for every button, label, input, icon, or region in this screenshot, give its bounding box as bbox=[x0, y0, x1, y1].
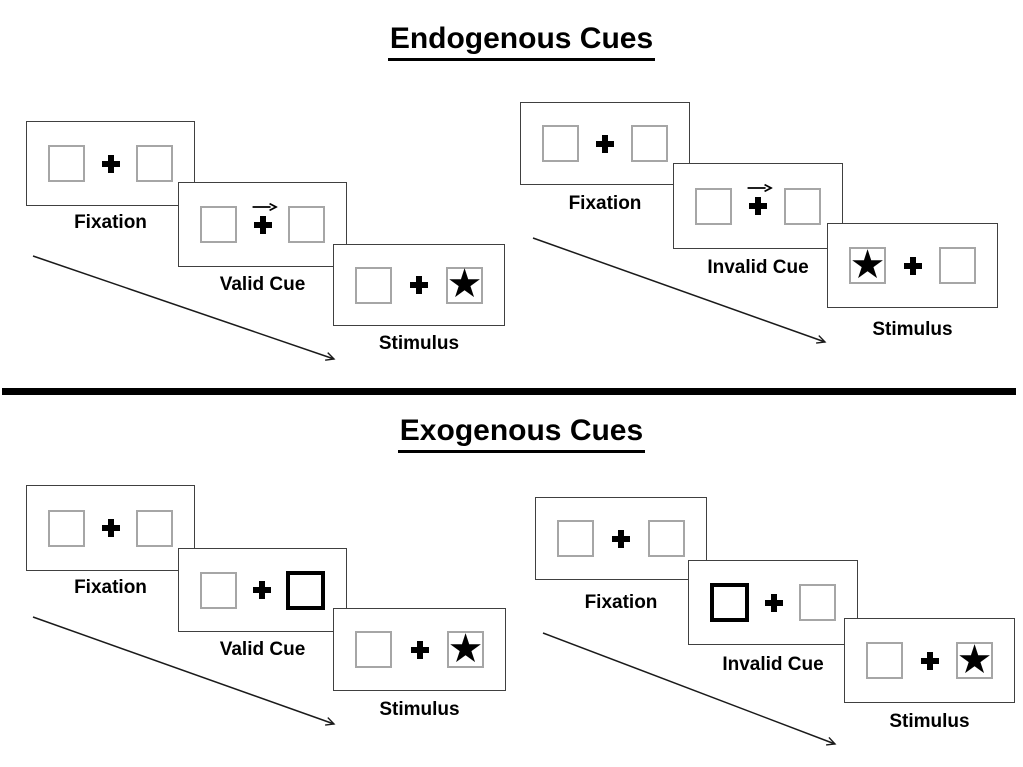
endogenous-title-text: Endogenous Cues bbox=[387, 22, 656, 61]
fixation-label: Fixation bbox=[584, 592, 658, 613]
left-placeholder-box bbox=[200, 571, 237, 609]
timeline-arrow-exogenous-invalid bbox=[542, 632, 837, 746]
endogenous-section-title: Endogenous Cues bbox=[20, 22, 1023, 61]
fixation-cross-icon bbox=[612, 529, 630, 548]
fixation-cross-icon bbox=[765, 593, 783, 612]
right-cue-highlight-box bbox=[286, 570, 325, 610]
right-target-box: ★ bbox=[446, 262, 483, 306]
stimulus-label: Stimulus bbox=[889, 711, 970, 732]
left-placeholder-box bbox=[48, 509, 85, 547]
exogenous-invalid-cue-panel bbox=[688, 560, 858, 645]
fixation-cross-icon bbox=[101, 519, 120, 537]
left-placeholder-box bbox=[355, 631, 392, 668]
right-arrow-cue-icon bbox=[252, 202, 278, 211]
timeline-arrow-exogenous-valid bbox=[32, 616, 336, 726]
right-arrow-cue-icon bbox=[747, 183, 773, 193]
fixation-label: Fixation bbox=[74, 212, 147, 233]
fixation-cross-icon bbox=[252, 202, 278, 234]
exogenous-valid-stimulus-panel: ★ bbox=[333, 608, 506, 691]
endogenous-valid-cue-panel bbox=[178, 182, 347, 267]
fixation-label: Fixation bbox=[74, 577, 147, 598]
timeline-arrow-endogenous-invalid bbox=[532, 237, 827, 344]
endogenous-valid-fixation-panel bbox=[26, 121, 195, 206]
fixation-label: Fixation bbox=[568, 193, 642, 214]
left-placeholder-box bbox=[695, 187, 732, 225]
exogenous-title-text: Exogenous Cues bbox=[397, 414, 646, 453]
exogenous-valid-fixation-panel bbox=[26, 485, 195, 571]
fixation-cross-icon bbox=[101, 154, 120, 173]
left-placeholder-box bbox=[542, 125, 579, 162]
fixation-cross-icon bbox=[410, 276, 428, 294]
exogenous-section-title: Exogenous Cues bbox=[20, 414, 1023, 453]
right-target-box: ★ bbox=[447, 626, 484, 671]
invalid-cue-label: Invalid Cue bbox=[707, 257, 809, 278]
left-target-box: ★ bbox=[849, 242, 886, 287]
timeline-arrow-endogenous-valid bbox=[32, 255, 336, 361]
star-stimulus-icon: ★ bbox=[446, 262, 483, 306]
right-placeholder-box bbox=[631, 125, 668, 162]
section-divider bbox=[2, 388, 1016, 395]
exogenous-invalid-stimulus-panel: ★ bbox=[844, 618, 1015, 703]
right-placeholder-box bbox=[136, 145, 173, 182]
valid-cue-label: Valid Cue bbox=[219, 274, 306, 295]
left-placeholder-box bbox=[557, 520, 594, 557]
endogenous-invalid-fixation-panel bbox=[520, 102, 690, 185]
right-placeholder-box bbox=[288, 206, 325, 243]
star-stimulus-icon: ★ bbox=[849, 242, 886, 287]
left-placeholder-box bbox=[866, 642, 903, 679]
fixation-cross-icon bbox=[747, 183, 773, 215]
right-target-box: ★ bbox=[956, 637, 993, 682]
endogenous-invalid-cue-panel bbox=[673, 163, 843, 249]
left-cue-highlight-box bbox=[710, 583, 749, 622]
star-stimulus-icon: ★ bbox=[956, 637, 993, 682]
fixation-cross-icon bbox=[410, 640, 429, 659]
right-placeholder-box bbox=[939, 247, 976, 284]
left-placeholder-box bbox=[200, 206, 237, 243]
left-placeholder-box bbox=[48, 145, 85, 182]
right-placeholder-box bbox=[648, 520, 685, 557]
exogenous-invalid-fixation-panel bbox=[535, 497, 707, 580]
fixation-cross-icon bbox=[903, 256, 922, 275]
stimulus-label: Stimulus bbox=[378, 333, 460, 354]
exogenous-valid-cue-panel bbox=[178, 548, 347, 632]
fixation-cross-icon bbox=[252, 581, 271, 599]
left-placeholder-box bbox=[355, 266, 392, 304]
right-placeholder-box bbox=[799, 584, 836, 621]
valid-cue-label: Valid Cue bbox=[219, 639, 306, 660]
star-stimulus-icon: ★ bbox=[447, 626, 484, 671]
endogenous-invalid-stimulus-panel: ★ bbox=[827, 223, 998, 308]
invalid-cue-label: Invalid Cue bbox=[722, 654, 824, 675]
endogenous-valid-stimulus-panel: ★ bbox=[333, 244, 505, 326]
stimulus-label: Stimulus bbox=[379, 699, 460, 720]
right-placeholder-box bbox=[136, 509, 173, 547]
right-placeholder-box bbox=[784, 187, 821, 225]
fixation-cross-icon bbox=[920, 651, 939, 670]
fixation-cross-icon bbox=[596, 134, 614, 153]
stimulus-label: Stimulus bbox=[872, 319, 953, 340]
